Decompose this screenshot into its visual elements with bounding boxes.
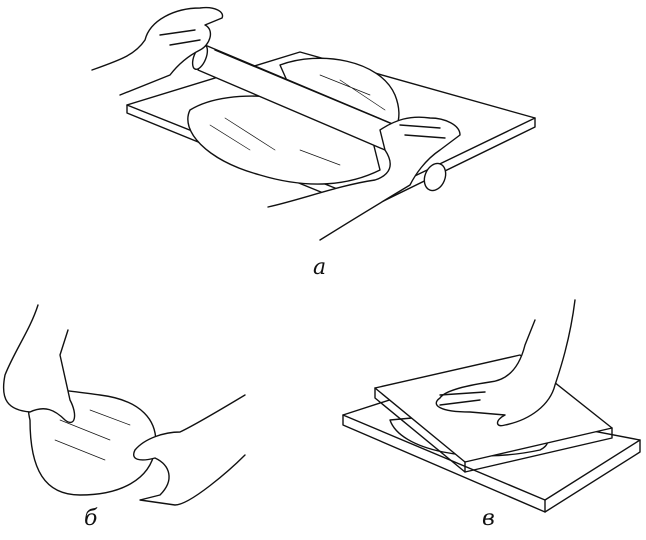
label-b: б — [84, 506, 98, 531]
figure-v-pressing-boards — [342, 299, 641, 513]
hand-left-a — [91, 6, 224, 96]
hand-right-a — [267, 116, 461, 241]
label-a: а — [313, 255, 327, 280]
label-v: в — [482, 506, 495, 531]
figure-b-kneading — [3, 304, 246, 506]
rolling-pin — [191, 44, 447, 192]
